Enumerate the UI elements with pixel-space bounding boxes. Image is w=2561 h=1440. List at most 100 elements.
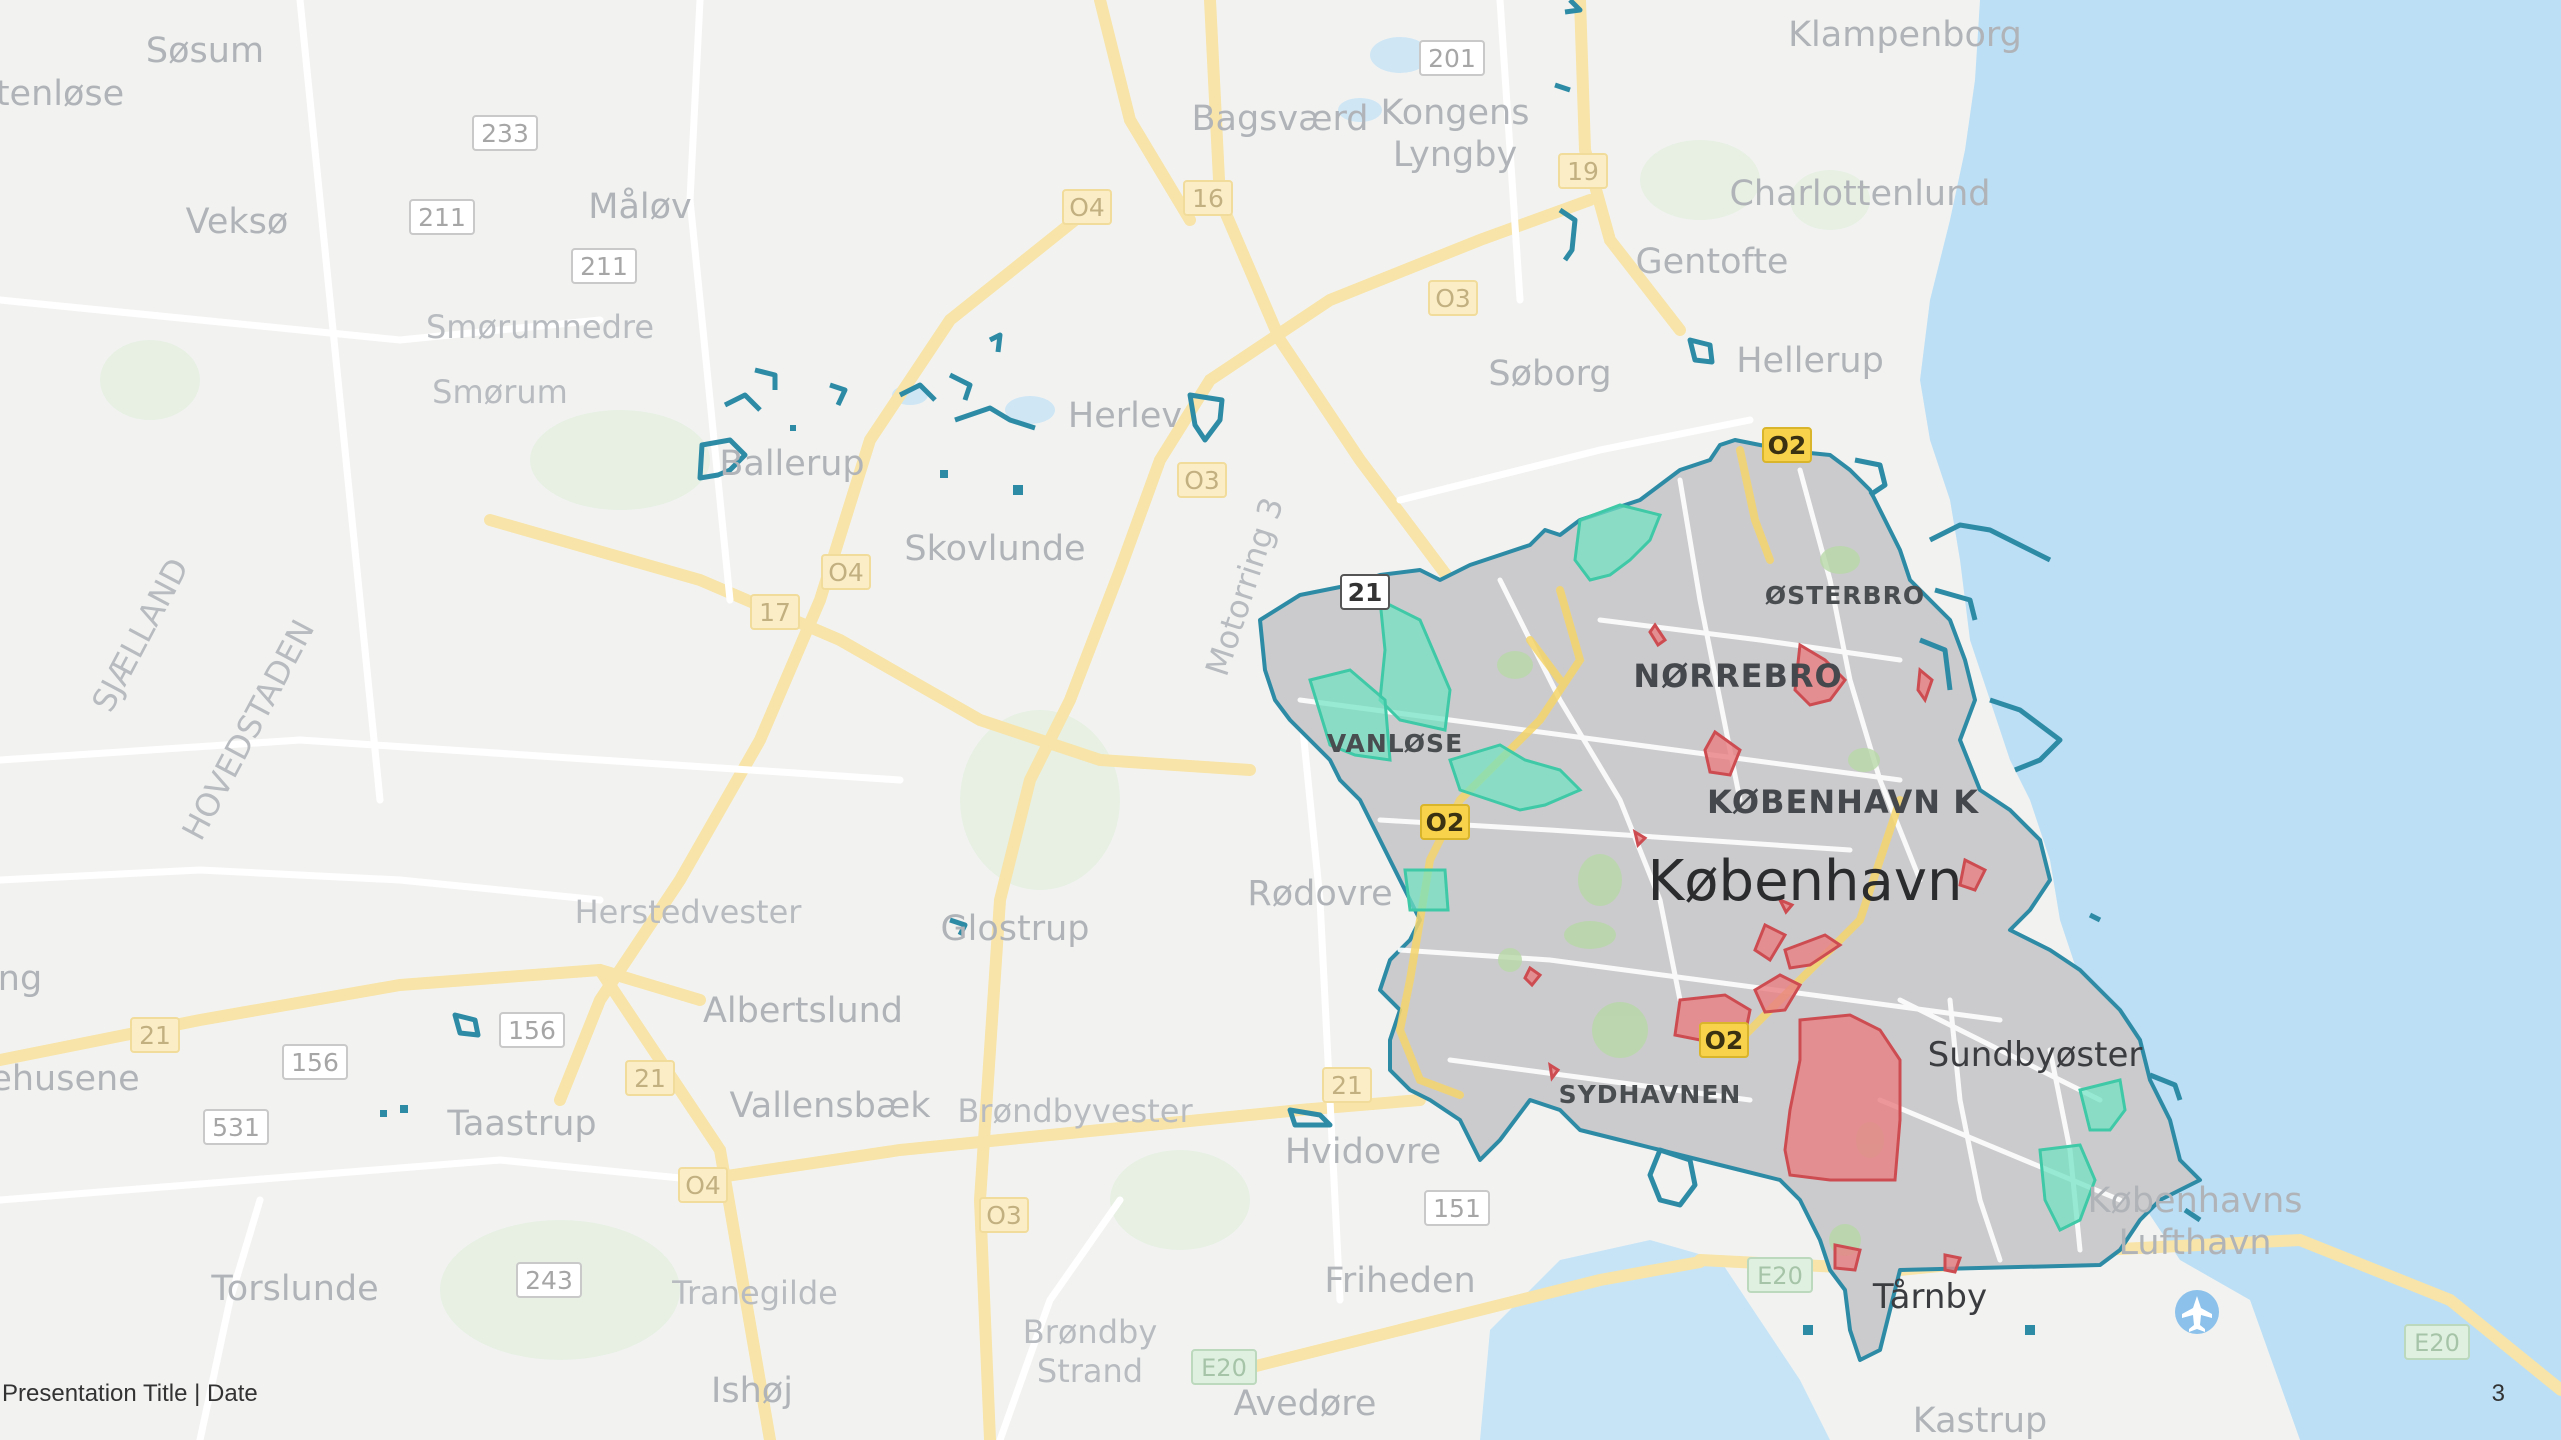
- road-shield-label: 156: [291, 1048, 339, 1077]
- road-shield-e20: E20: [1747, 1257, 1813, 1293]
- road-shield-label: O4: [828, 558, 864, 587]
- road-shield-21: 21: [1322, 1067, 1372, 1103]
- place-label-kongens: Kongens: [1381, 93, 1530, 133]
- place-label-ehusene: ehusene: [0, 1059, 140, 1099]
- place-label-r-dovre: Rødovre: [1247, 874, 1392, 914]
- road-shield-label: E20: [1201, 1354, 1247, 1382]
- place-label-sundby-ster: Sundbyøster: [1928, 1035, 2143, 1075]
- road-shield-156: 156: [282, 1044, 348, 1080]
- road-shield-201: 201: [1419, 40, 1485, 76]
- district-label-n-rrebro: NØRREBRO: [1633, 657, 1842, 695]
- place-label-veks: Veksø: [186, 202, 289, 242]
- city-parks: [1497, 546, 1884, 1256]
- road-shield-label: 16: [1192, 184, 1224, 213]
- road-shield-243: 243: [516, 1262, 582, 1298]
- road-shield-o2: O2: [1699, 1022, 1749, 1058]
- road-shield-label: E20: [2414, 1329, 2460, 1357]
- road-shield-o2: O2: [1420, 804, 1470, 840]
- place-label-skovlunde: Skovlunde: [904, 529, 1085, 569]
- road-shield-label: O3: [986, 1201, 1022, 1230]
- road-shield-19: 19: [1558, 153, 1608, 189]
- road-shield-o3: O3: [1428, 280, 1478, 316]
- place-label-s-sum: Søsum: [146, 31, 264, 71]
- place-label-torslunde: Torslunde: [210, 1269, 378, 1309]
- place-label-albertslund: Albertslund: [703, 991, 903, 1031]
- page-number: 3: [2491, 1380, 2505, 1407]
- road-shield-label: 21: [1331, 1071, 1363, 1100]
- road-shield-label: O2: [1426, 808, 1465, 837]
- road-shield-o3: O3: [979, 1197, 1029, 1233]
- place-label-friheden: Friheden: [1324, 1261, 1475, 1301]
- place-label-klampenborg: Klampenborg: [1788, 15, 2022, 55]
- road-shield-17: 17: [750, 594, 800, 630]
- road-shield-label: 21: [634, 1064, 666, 1093]
- place-label-lufthavn: Lufthavn: [2118, 1223, 2271, 1263]
- place-label-hvidovre: Hvidovre: [1285, 1132, 1441, 1172]
- road-shield-label: 151: [1433, 1194, 1481, 1223]
- road-shield-label: 21: [1348, 578, 1383, 607]
- footer-title: Presentation Title | Date: [2, 1380, 258, 1407]
- place-label-hellerup: Hellerup: [1736, 341, 1884, 381]
- district-labels: ØSTERBRO NØRREBRO VANLØSE KØBENHAVN K SYDHAV…: [1327, 581, 1979, 1109]
- district-label-vanl-se: VANLØSE: [1327, 729, 1463, 758]
- green-zones: [1308, 503, 2127, 1233]
- place-label-sm-rum: Smørum: [432, 373, 568, 411]
- place-label-sm-rumnedre: Smørumnedre: [426, 308, 654, 346]
- road-shield-label: O4: [685, 1171, 721, 1200]
- place-label-s-borg: Søborg: [1488, 354, 1611, 394]
- road-shield-o2: O2: [1762, 427, 1812, 463]
- road-shield-211: 211: [571, 248, 637, 284]
- road-shields: 2012332112111916O4O3O3O417O221O2O2211561…: [130, 40, 2470, 1385]
- road-shield-16: 16: [1183, 180, 1233, 216]
- place-label-charlottenlund: Charlottenlund: [1729, 174, 1990, 214]
- road-shield-label: 531: [212, 1113, 260, 1142]
- place-label-taastrup: Taastrup: [446, 1104, 596, 1144]
- road-shield-211: 211: [409, 199, 475, 235]
- minor-roads: [0, 0, 1754, 1440]
- outlying-boundary-dots: [380, 425, 2035, 1335]
- outlying-boundary-fragments: [452, 0, 2202, 1223]
- road-shield-o4: O4: [678, 1167, 728, 1203]
- road-shield-label: O3: [1435, 284, 1471, 313]
- road-shield-label: 17: [759, 598, 791, 627]
- road-shield-21: 21: [130, 1017, 180, 1053]
- place-label-k-benhavns: Københavns: [2087, 1181, 2302, 1221]
- district-label-k-benhavn-k: KØBENHAVN K: [1707, 783, 1979, 821]
- road-shield-label: 211: [418, 203, 466, 232]
- road-shield-label: 21: [139, 1021, 171, 1050]
- road-shield-label: 243: [525, 1266, 573, 1295]
- sea-water: [1920, 0, 2561, 1440]
- road-shield-o3: O3: [1177, 462, 1227, 498]
- road-shield-label: 156: [508, 1016, 556, 1045]
- place-label-ballerup: Ballerup: [719, 444, 864, 484]
- road-shield-e20: E20: [1191, 1349, 1257, 1385]
- road-shield-151: 151: [1424, 1190, 1490, 1226]
- place-label-m-l-v: Måløv: [588, 186, 692, 227]
- place-label-ish-j: Ishøj: [711, 1371, 793, 1411]
- district-label-sydhavnen: SYDHAVNEN: [1559, 1080, 1742, 1109]
- road-shield-e20: E20: [2404, 1324, 2470, 1360]
- airport-icon[interactable]: [2175, 1290, 2219, 1334]
- road-shield-label: O3: [1184, 466, 1220, 495]
- road-shield-233: 233: [472, 115, 538, 151]
- place-label-br-ndby: Brøndby: [1023, 1313, 1158, 1351]
- road-shield-label: E20: [1757, 1262, 1803, 1290]
- road-shield-label: O2: [1768, 431, 1807, 460]
- place-label-lyngby: Lyngby: [1393, 135, 1517, 175]
- city-label: København: [1648, 849, 1963, 914]
- place-label-br-ndbyvester: Brøndbyvester: [957, 1092, 1193, 1130]
- place-label-kastrup: Kastrup: [1913, 1401, 2048, 1440]
- road-shield-o4: O4: [1062, 189, 1112, 225]
- place-label-ng: ng: [0, 959, 42, 999]
- road-shield-label: O2: [1705, 1026, 1744, 1055]
- road-shield-o4: O4: [821, 554, 871, 590]
- place-label-aved-re: Avedøre: [1234, 1384, 1377, 1424]
- place-label-tenl-se: tenløse: [0, 74, 124, 114]
- park-areas: [100, 140, 1870, 1360]
- road-shield-21: 21: [625, 1060, 675, 1096]
- place-label-glostrup: Glostrup: [940, 909, 1089, 949]
- place-label-tranegilde: Tranegilde: [671, 1274, 838, 1312]
- place-label-t-rnby: Tårnby: [1872, 1277, 1987, 1317]
- district-label-sterbro: ØSTERBRO: [1765, 581, 1925, 610]
